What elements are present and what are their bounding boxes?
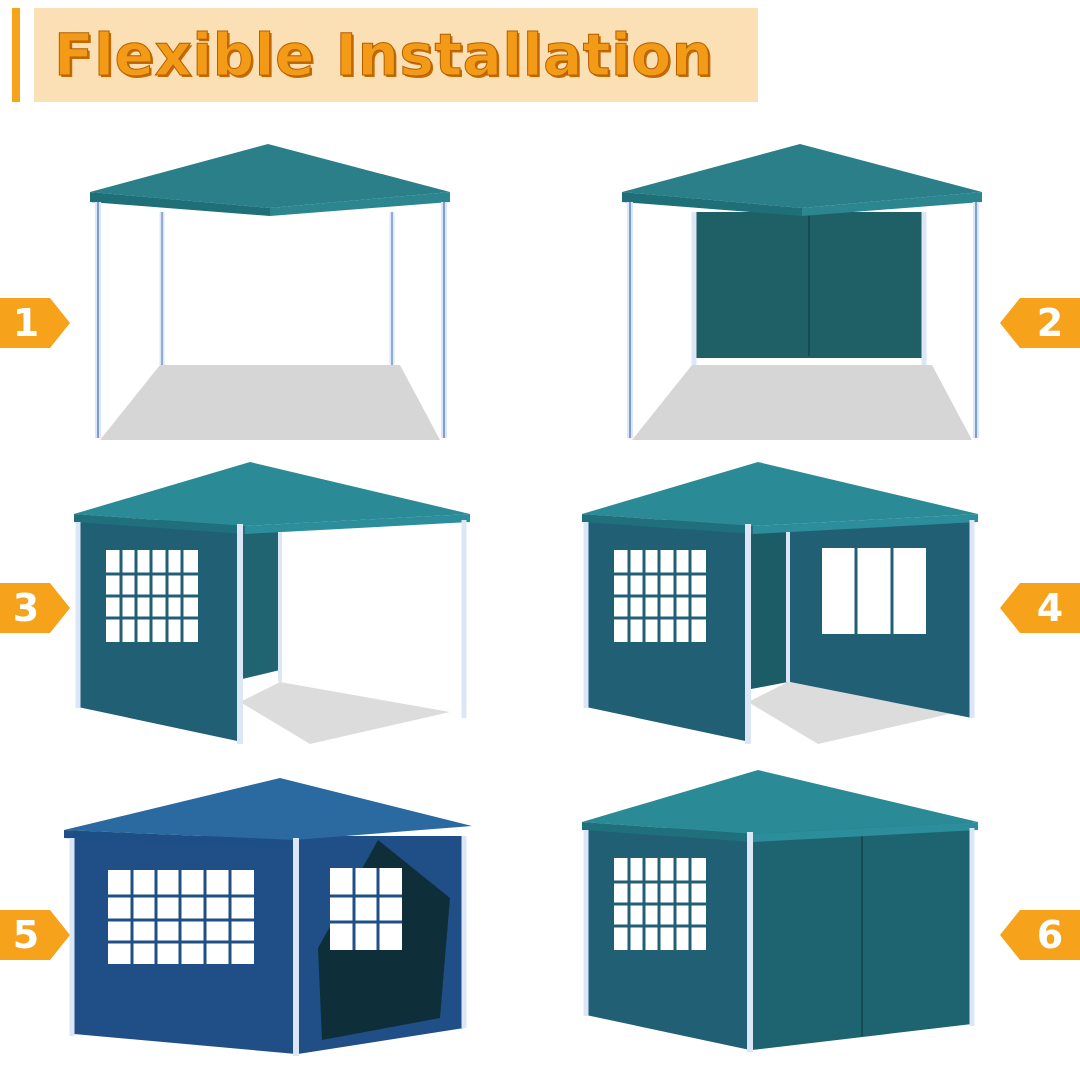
step-badge-1: 1 bbox=[0, 298, 70, 348]
gazebo-back-wall-illustration bbox=[622, 144, 982, 440]
arrow-right-icon bbox=[0, 910, 70, 960]
arrow-left-icon bbox=[1000, 583, 1080, 633]
tent-step-2-image bbox=[612, 140, 992, 450]
window-icon bbox=[822, 548, 926, 634]
gazebo-four-walls-open-door-illustration bbox=[64, 778, 472, 1056]
window-icon bbox=[330, 868, 402, 950]
step-number: 2 bbox=[1036, 301, 1064, 345]
gazebo-two-walls-illustration bbox=[74, 462, 470, 744]
arrow-left-icon bbox=[1000, 298, 1080, 348]
step-number: 3 bbox=[12, 586, 40, 630]
tent-step-3-image bbox=[70, 462, 480, 752]
arrow-right-icon bbox=[0, 583, 70, 633]
tent-step-5-image bbox=[60, 778, 480, 1068]
step-badge-4: 4 bbox=[1000, 583, 1080, 633]
gazebo-three-walls-illustration bbox=[582, 462, 978, 744]
step-number: 1 bbox=[12, 301, 40, 345]
step-number: 6 bbox=[1036, 913, 1064, 957]
window-icon bbox=[614, 550, 706, 642]
step-badge-6: 6 bbox=[1000, 910, 1080, 960]
window-icon bbox=[106, 550, 198, 642]
gazebo-fully-enclosed-illustration bbox=[582, 770, 978, 1052]
window-icon bbox=[108, 870, 254, 964]
tent-step-4-image bbox=[578, 462, 988, 752]
step-number: 4 bbox=[1036, 586, 1064, 630]
step-badge-5: 5 bbox=[0, 910, 70, 960]
step-number: 5 bbox=[12, 913, 40, 957]
title-banner: Flexible Installation bbox=[34, 8, 758, 102]
header-accent-bar bbox=[12, 8, 20, 102]
tent-step-6-image bbox=[578, 770, 988, 1060]
step-badge-2: 2 bbox=[1000, 298, 1080, 348]
arrow-left-icon bbox=[1000, 910, 1080, 960]
page-title: Flexible Installation bbox=[53, 21, 714, 90]
arrow-right-icon bbox=[0, 298, 70, 348]
tent-step-1-image bbox=[80, 140, 460, 450]
window-icon bbox=[614, 858, 706, 950]
gazebo-frame-illustration bbox=[90, 144, 450, 440]
step-badge-3: 3 bbox=[0, 583, 70, 633]
